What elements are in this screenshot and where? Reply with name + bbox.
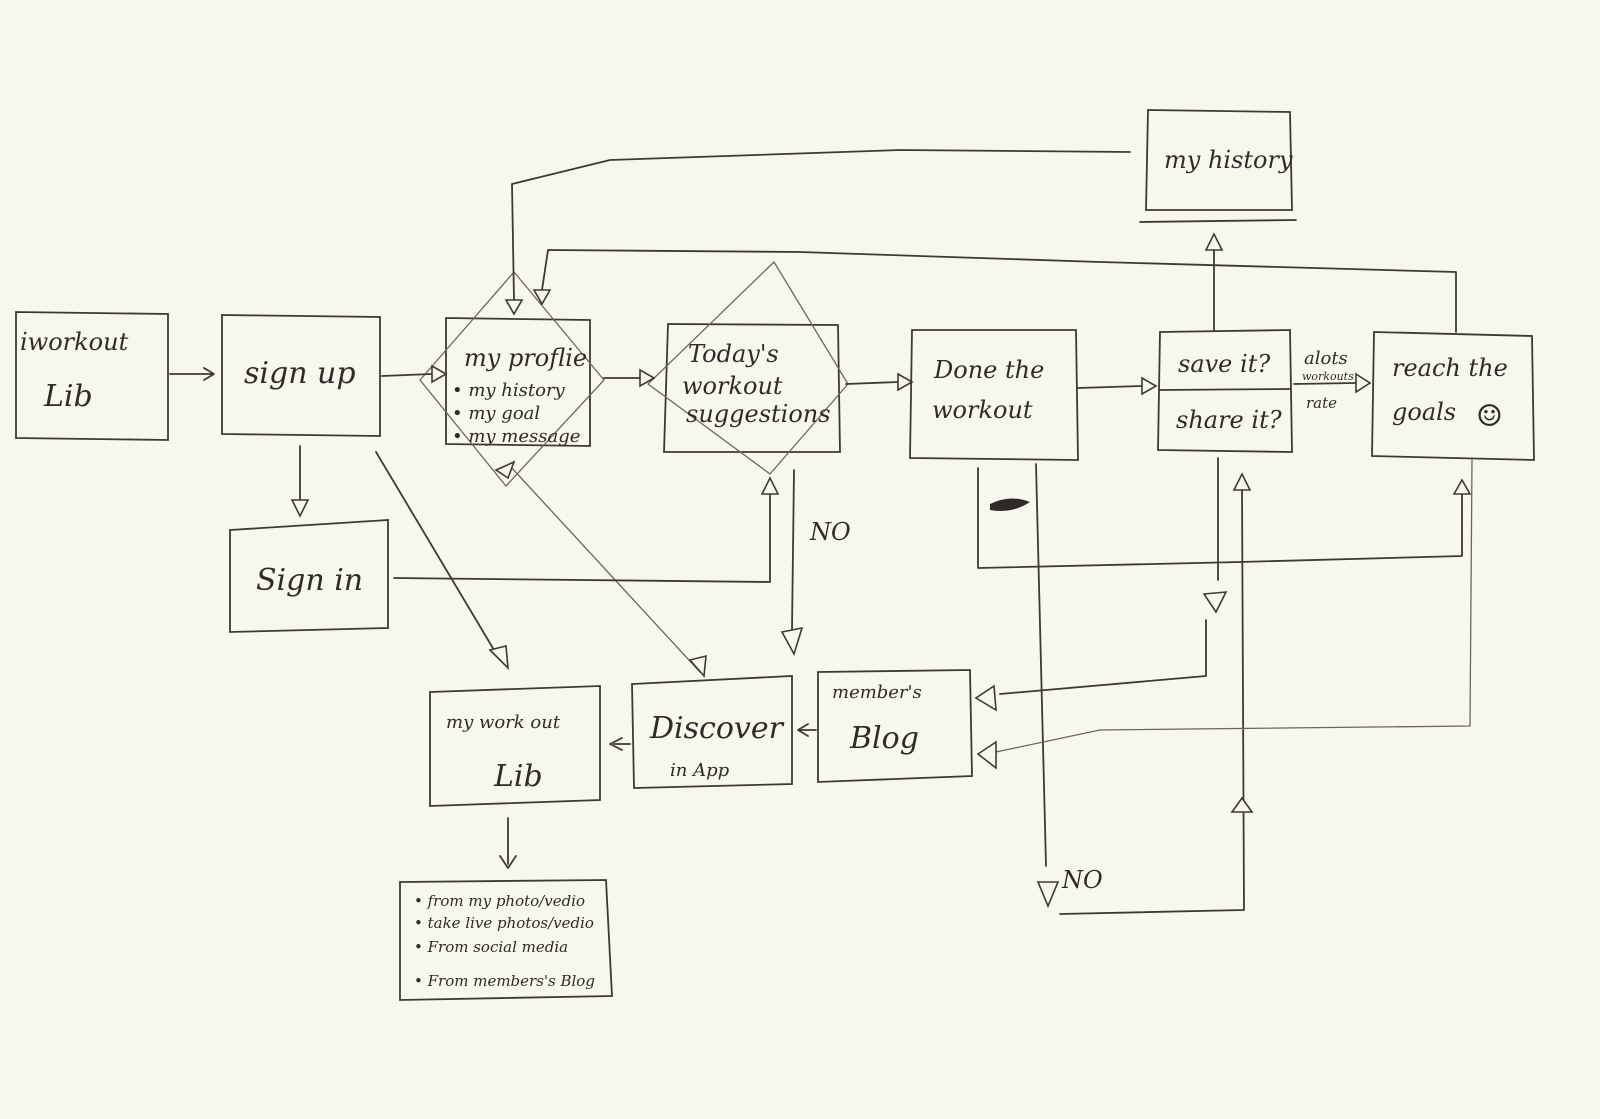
node-box [631, 675, 793, 789]
node-label: in App [670, 760, 730, 781]
decision-diamond [647, 261, 849, 475]
edge-lib-to-sources [499, 817, 517, 869]
edge-signup-to-workout-lib [375, 451, 509, 671]
save-option[interactable]: save it? [1178, 350, 1270, 378]
source-item: • From social media [414, 938, 568, 956]
source-item: • take live photos/vedio [414, 914, 594, 932]
node-discover[interactable]: Discover in App [631, 675, 793, 789]
node-box [817, 669, 973, 783]
node-label: iworkout [20, 328, 129, 356]
edge-profile-to-todays [603, 368, 656, 388]
edge-save-to-goals: alots workouts rate [1293, 348, 1372, 412]
node-iworkout-lib[interactable]: iworkout Lib [15, 311, 169, 441]
node-label: goals [1392, 398, 1456, 426]
node-box [445, 317, 591, 447]
node-reach-goals[interactable]: reach the goals ☺ [1371, 331, 1535, 461]
edge-profile-to-discover [509, 465, 707, 678]
node-box [909, 329, 1079, 461]
node-label: reach the [1392, 354, 1508, 382]
edge-label-workouts: workouts [1302, 370, 1354, 383]
node-label: my history [1164, 146, 1293, 174]
node-todays-workout[interactable]: Today's workout suggestions [647, 261, 849, 475]
edge-todays-to-discover-no: NO [780, 469, 851, 657]
underline [1139, 219, 1297, 223]
node-label: Lib [43, 379, 93, 414]
edge-label-alots: alots [1304, 348, 1348, 369]
node-box [1371, 331, 1535, 461]
node-label: Done the [933, 356, 1044, 384]
node-sign-in[interactable]: Sign in [229, 519, 389, 633]
node-label: member's [832, 682, 922, 703]
edge-done-to-goals [977, 467, 1472, 569]
edge-no-loop-to-share [1059, 472, 1254, 915]
node-label: suggestions [686, 400, 831, 428]
profile-item: • my goal [452, 403, 540, 424]
profile-item: • my history [452, 380, 566, 401]
node-title: my proflie [464, 344, 587, 372]
edge-signup-to-profile [381, 364, 448, 384]
node-label: my work out [446, 712, 561, 733]
edge-iworkout-to-signup [169, 367, 215, 381]
share-option[interactable]: share it? [1176, 406, 1282, 434]
divider [1159, 388, 1291, 391]
edge-label-no: NO [809, 518, 851, 546]
decision-diamond [419, 271, 605, 487]
node-box [429, 685, 601, 807]
edge-discover-to-lib [609, 737, 631, 751]
node-label: Discover [649, 711, 785, 746]
edge-done-to-save [1077, 376, 1158, 396]
edge-label-no: NO [1061, 866, 1103, 894]
edge-signup-to-signin [290, 445, 310, 518]
edge-goals-to-blog [976, 459, 1473, 770]
source-item: • From members's Blog [414, 972, 595, 990]
node-my-history[interactable]: my history [1139, 109, 1297, 223]
node-label: sign up [244, 356, 356, 391]
node-label: Blog [849, 721, 919, 756]
profile-item: • my message [452, 426, 580, 447]
node-box [663, 323, 841, 453]
node-box [15, 311, 169, 441]
edge-goals-to-profile [532, 249, 1457, 333]
node-label: Today's [688, 340, 779, 368]
smiley-icon: ☺ [1476, 399, 1503, 434]
node-label: workout [682, 372, 783, 400]
node-box [221, 314, 381, 437]
node-box [229, 519, 389, 633]
edge-signin-to-todays [393, 476, 780, 583]
node-members-blog[interactable]: member's Blog [817, 669, 973, 783]
node-box [1157, 329, 1293, 453]
arrowhead-icon [494, 460, 516, 480]
node-done-workout[interactable]: Done the workout [909, 329, 1079, 461]
edge-blog-to-discover [797, 723, 817, 737]
edge-share-to-blog [974, 457, 1228, 712]
edge-save-to-history [1204, 232, 1224, 331]
edge-done-no: NO [1035, 463, 1103, 909]
edge-label-rate: rate [1306, 394, 1337, 412]
edge-todays-to-done [845, 372, 914, 392]
node-my-workout-lib[interactable]: my work out Lib [429, 685, 601, 807]
node-sign-up[interactable]: sign up [221, 314, 381, 437]
source-item: • from my photo/vedio [414, 892, 585, 910]
node-my-profile[interactable]: my proflie • my history • my goal • my m… [419, 271, 605, 487]
node-sources-list[interactable]: • from my photo/vedio • take live photos… [399, 879, 613, 1001]
node-label: workout [932, 396, 1033, 424]
node-save-share[interactable]: save it? share it? [1157, 329, 1293, 453]
node-box [1145, 109, 1293, 211]
node-label: Lib [493, 759, 543, 794]
node-label: Sign in [256, 563, 363, 598]
scribble-mark [990, 498, 1030, 511]
node-box [399, 879, 613, 1001]
edge-history-to-profile [504, 149, 1131, 316]
